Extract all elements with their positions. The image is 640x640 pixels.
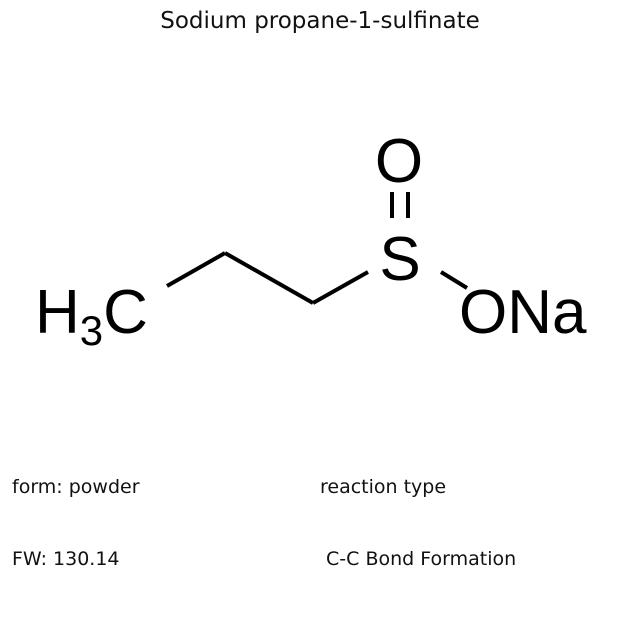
bond-c1-c2 xyxy=(166,251,226,288)
formula-weight-text: FW: 130.14 xyxy=(12,548,120,570)
bond-c3-s xyxy=(312,270,369,305)
info-left: form: powder FW: 130.14 xyxy=(12,427,140,595)
methyl-label: H3C xyxy=(35,278,148,354)
oxygen-atom: O xyxy=(375,127,423,196)
form-text: form: powder xyxy=(12,476,140,498)
sodium-oxide-label: ONa xyxy=(459,278,587,347)
compound-title: Sodium propane-1-sulfinate xyxy=(160,8,480,34)
reaction-type-value: C-C Bond Formation xyxy=(320,548,517,570)
atom-labels: H3C S O ONa xyxy=(35,127,587,354)
info-right: reaction type C-C Bond Formation xyxy=(320,427,516,595)
bond-c2-c3 xyxy=(224,251,314,305)
bonds xyxy=(166,192,469,305)
sulfur-atom: S xyxy=(379,225,420,294)
bond-s-o xyxy=(439,270,469,290)
reaction-type-label: reaction type xyxy=(320,476,447,498)
